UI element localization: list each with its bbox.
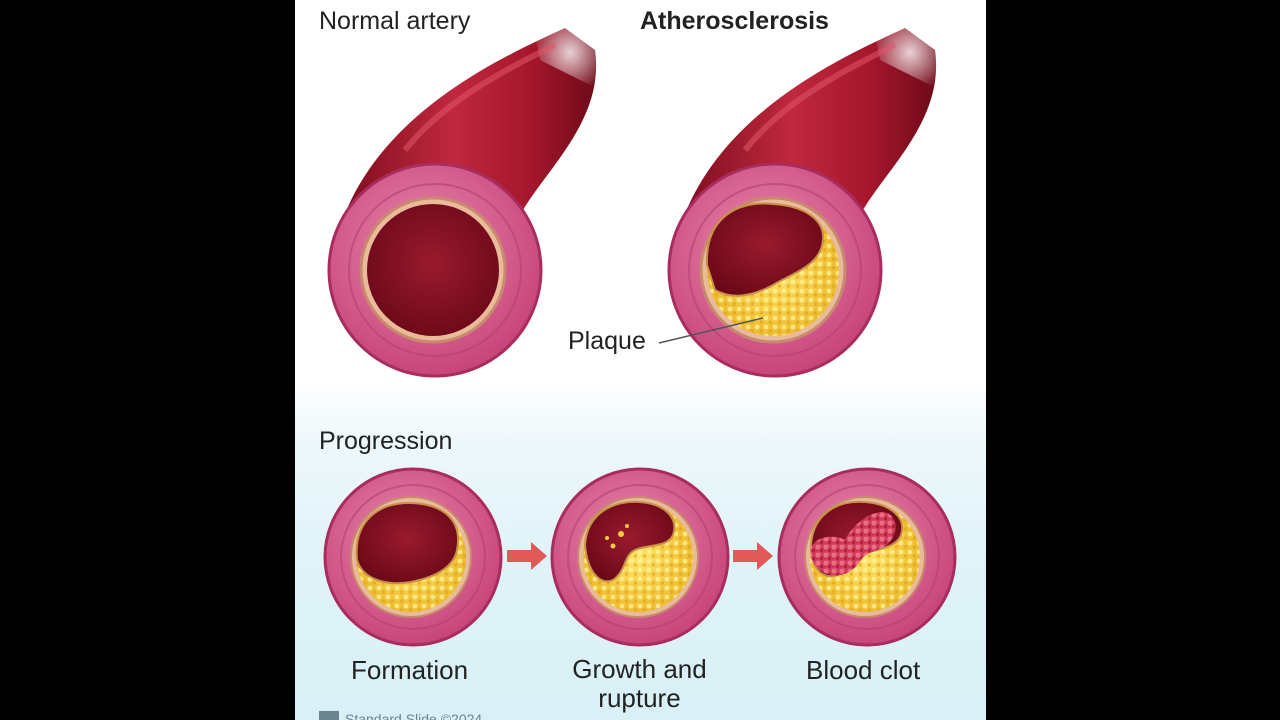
formation-label: Formation <box>351 655 469 685</box>
blood-clot-icon <box>777 467 957 647</box>
atherosclerosis-title: Atherosclerosis <box>640 7 829 35</box>
artery-atherosclerosis-icon <box>667 162 883 378</box>
arrow-right-icon <box>733 542 773 570</box>
arrow-right-icon <box>507 542 547 570</box>
normal-artery-title: Normal artery <box>319 7 471 35</box>
plaque-label: Plaque <box>568 327 646 355</box>
artery-illustration <box>323 10 957 647</box>
plaque-formation-icon <box>323 467 503 647</box>
footer-text: Standard Slide ©2024 <box>345 711 483 720</box>
logo-icon <box>319 711 339 720</box>
plaque-pointer-line <box>658 317 764 344</box>
progression-title: Progression <box>319 427 453 455</box>
artery-normal-icon <box>327 162 543 378</box>
plaque-rupture-icon <box>550 467 730 647</box>
blood-clot-label: Blood clot <box>806 655 921 685</box>
illustration-panel: Normal artery Atherosclerosis Plaque Pro… <box>295 0 986 720</box>
footer-credit: Standard Slide ©2024 <box>319 711 482 720</box>
growth-rupture-label: Growth and rupture <box>572 654 707 713</box>
